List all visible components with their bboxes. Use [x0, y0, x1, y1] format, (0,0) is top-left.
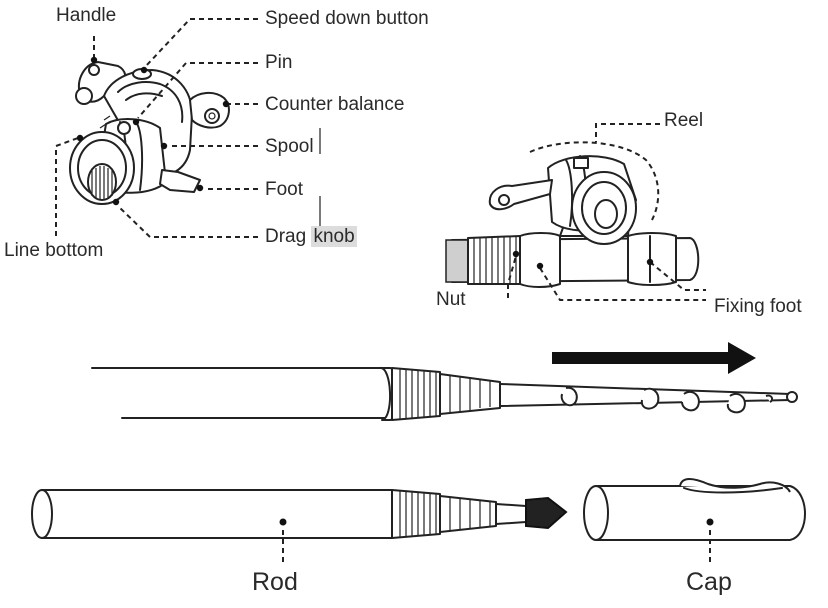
mounted-reel-illustration	[445, 155, 700, 288]
label-rod: Rod	[252, 568, 298, 596]
label-speed-down-button: Speed down button	[265, 8, 429, 29]
guide-1	[560, 386, 578, 407]
foot-part	[159, 169, 201, 193]
label-nut: Nut	[436, 289, 466, 310]
reel-illustration	[69, 61, 230, 205]
grip-ring	[391, 367, 441, 421]
fixing-foot-band	[519, 232, 561, 288]
leader-lines-bottom	[279, 518, 714, 566]
label-counter-balance: Counter balance	[265, 94, 405, 115]
leader-lines-top-right	[507, 123, 706, 301]
label-drag-knob-a: Drag	[265, 226, 312, 247]
fixing-foot-band-2	[627, 232, 677, 286]
rod-body	[41, 489, 393, 539]
guide-3	[681, 390, 700, 412]
rod-tip	[786, 391, 798, 403]
label-cap: Cap	[686, 568, 732, 596]
rod-grip	[391, 489, 441, 539]
label-spool: Spool	[265, 136, 314, 157]
cap-body	[595, 485, 806, 541]
label-foot: Foot	[265, 179, 304, 200]
handle-knob	[88, 64, 100, 76]
extend-arrow	[552, 342, 756, 374]
guide-4	[726, 392, 746, 414]
drag-knob-part	[87, 163, 117, 201]
label-pin: Pin	[265, 52, 293, 73]
label-line-bottom: Line bottom	[4, 240, 104, 261]
pin-part	[117, 121, 131, 135]
label-handle: Handle	[56, 5, 117, 26]
rod-end-shade	[445, 239, 469, 283]
label-fixing-foot: Fixing foot	[714, 296, 802, 317]
label-drag-knob: Drag knob	[265, 226, 357, 247]
rod-tip-collapsed	[525, 496, 568, 530]
label-drag-knob-b: knob	[311, 226, 357, 247]
cap-clip	[679, 478, 791, 493]
mounted-speed-button	[573, 157, 589, 169]
leader-lines-top-left	[55, 18, 258, 238]
cap-illustration	[583, 478, 806, 541]
extended-rod-illustration	[91, 367, 798, 421]
label-reel: Reel	[664, 110, 704, 131]
mounted-handle	[488, 179, 553, 211]
guide-2	[640, 387, 660, 410]
collapsed-rod-illustration	[31, 489, 568, 539]
rod-seat	[439, 495, 497, 533]
